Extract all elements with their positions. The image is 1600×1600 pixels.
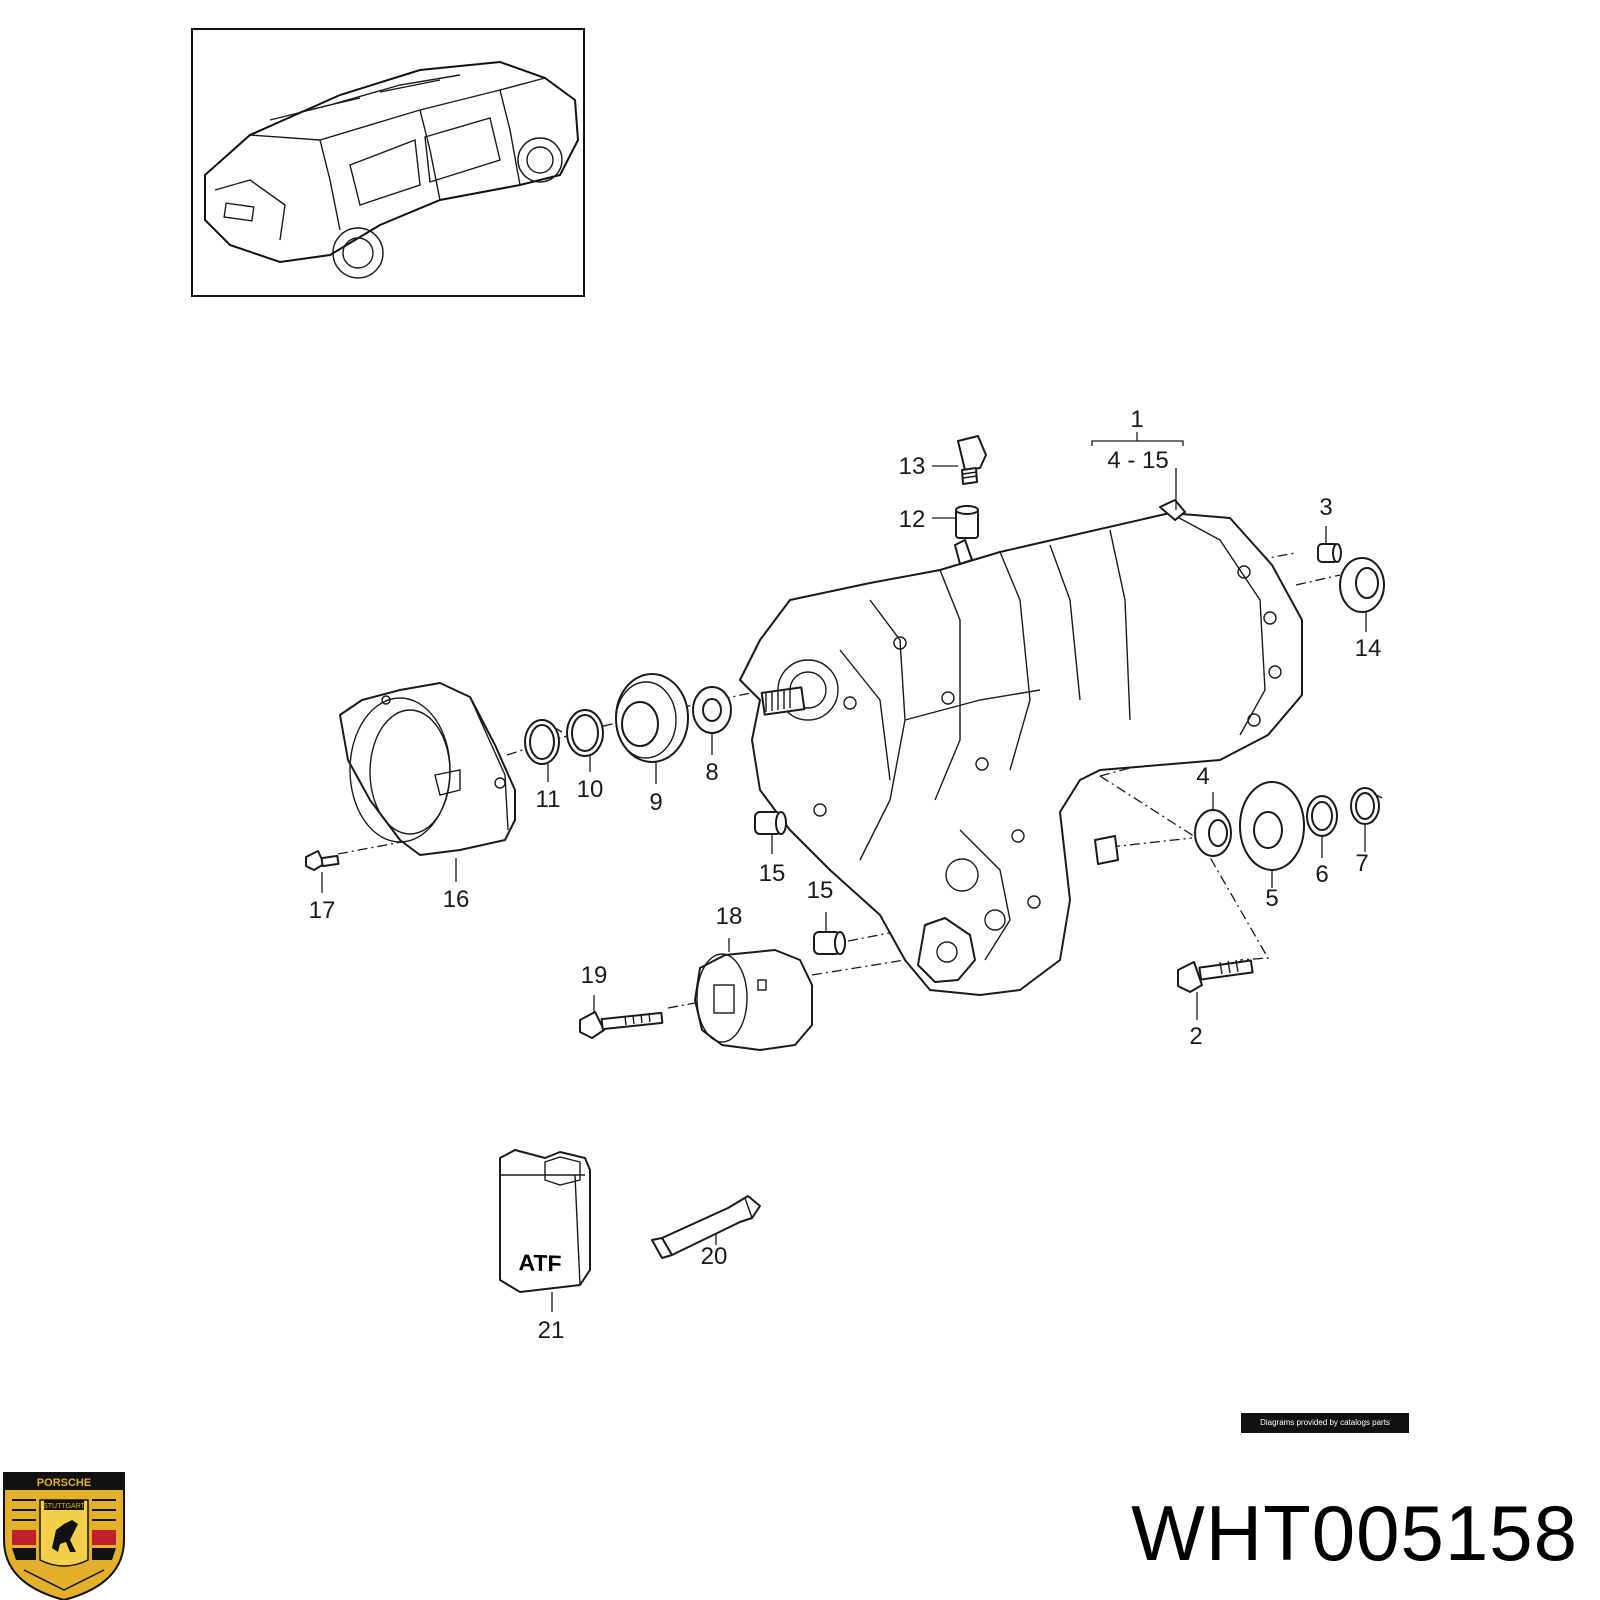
adapter-housing-icon xyxy=(339,682,516,856)
callout-15-lower: 15 xyxy=(807,877,834,904)
callout-labels: 1 4 - 15 13 12 3 14 8 9 10 11 15 15 16 1… xyxy=(309,406,1382,1344)
shaft-seal-icon xyxy=(1339,557,1385,613)
sleeve-icon xyxy=(955,505,979,539)
callout-1-range: 4 - 15 xyxy=(1107,447,1168,474)
plug-icon xyxy=(1317,543,1342,563)
bolt-icon xyxy=(1177,959,1254,993)
callout-10: 10 xyxy=(577,776,604,803)
callout-14: 14 xyxy=(1355,635,1382,662)
shim-icon xyxy=(1239,781,1305,871)
callout-12: 12 xyxy=(899,506,926,533)
crest-brand-text: PORSCHE xyxy=(37,1477,91,1489)
leader-lines xyxy=(321,432,1367,1312)
circlip-icon xyxy=(524,719,563,765)
crest-city-text: STUTTGART xyxy=(43,1503,86,1510)
o-ring-icon xyxy=(1306,795,1338,837)
gear-carrier-icon xyxy=(694,949,813,1051)
bolt-icon xyxy=(579,1011,664,1039)
callout-5: 5 xyxy=(1265,885,1278,912)
plug-icon xyxy=(813,931,846,955)
oil-bottle-icon: ATF xyxy=(499,1149,591,1293)
sealant-tube-icon xyxy=(651,1195,761,1259)
vehicle-thumbnail xyxy=(191,28,585,297)
callout-15-upper: 15 xyxy=(759,860,786,887)
callout-9: 9 xyxy=(649,789,662,816)
callout-11: 11 xyxy=(536,786,561,813)
circlip-icon xyxy=(1350,787,1383,825)
callout-16: 16 xyxy=(443,886,470,913)
callout-2: 2 xyxy=(1189,1023,1202,1050)
callout-19: 19 xyxy=(581,962,608,989)
breather-plug-icon xyxy=(957,435,987,485)
callout-3: 3 xyxy=(1319,494,1332,521)
callout-8: 8 xyxy=(705,759,718,786)
callout-20: 20 xyxy=(701,1243,728,1270)
part-number: WHT005158 xyxy=(1131,1489,1578,1577)
bolt-icon xyxy=(305,850,340,871)
car-thumbnail-icon xyxy=(204,60,580,279)
o-ring-icon xyxy=(566,709,604,757)
callout-1: 1 xyxy=(1130,406,1143,433)
callout-6: 6 xyxy=(1315,861,1328,888)
washer-icon xyxy=(692,686,732,734)
bearing-icon xyxy=(1194,809,1232,857)
callout-18: 18 xyxy=(716,903,743,930)
credit-badge: Diagrams provided by catalogs parts xyxy=(1241,1413,1409,1433)
callout-21: 21 xyxy=(538,1317,565,1344)
callout-17: 17 xyxy=(309,897,336,924)
callout-7: 7 xyxy=(1355,850,1368,877)
shaft-seal-icon xyxy=(615,673,689,763)
transfer-case-icon xyxy=(739,499,1303,996)
atf-label: ATF xyxy=(518,1249,561,1276)
plug-icon xyxy=(754,811,787,835)
porsche-crest-icon: PORSCHE STUTTGART xyxy=(3,1472,125,1600)
callout-4: 4 xyxy=(1196,763,1209,790)
callout-13: 13 xyxy=(899,453,926,480)
